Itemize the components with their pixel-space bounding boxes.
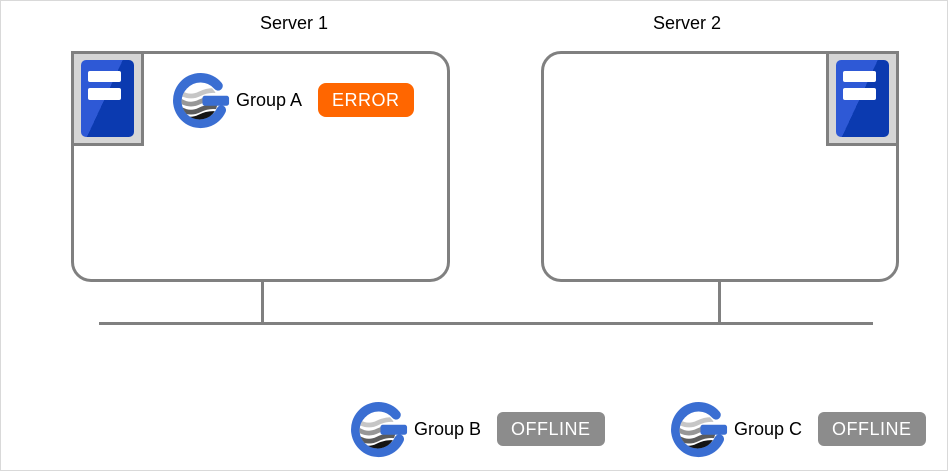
server-2-title: Server 2 [652, 13, 722, 33]
status-badge-error[interactable]: ERROR [318, 83, 414, 117]
server-drive-bay [842, 70, 876, 83]
server-2-connector-line [718, 280, 721, 324]
group-node-b[interactable]: Group B OFFLINE [351, 400, 605, 458]
server-tower-graphic [81, 60, 134, 137]
server-1-title: Server 1 [259, 13, 329, 33]
server-tower-graphic [836, 60, 889, 137]
server-drive-bay [87, 88, 121, 101]
group-node-c[interactable]: Group C OFFLINE [671, 400, 926, 458]
network-bus-line [99, 322, 873, 325]
group-c-label: Group C [734, 418, 803, 439]
tower-server-icon [71, 51, 144, 146]
group-globe-icon [173, 72, 230, 129]
status-badge-offline[interactable]: OFFLINE [818, 412, 926, 446]
group-globe-icon [351, 401, 408, 458]
group-b-label: Group B [414, 418, 482, 439]
server-drive-bay [87, 70, 121, 83]
group-a-label: Group A [236, 89, 303, 110]
server-drive-bay [842, 88, 876, 101]
group-globe-icon [671, 401, 728, 458]
status-badge-offline[interactable]: OFFLINE [497, 412, 605, 446]
server-1-connector-line [261, 280, 264, 324]
tower-server-icon [826, 51, 899, 146]
group-node-a[interactable]: Group A ERROR [173, 71, 414, 129]
